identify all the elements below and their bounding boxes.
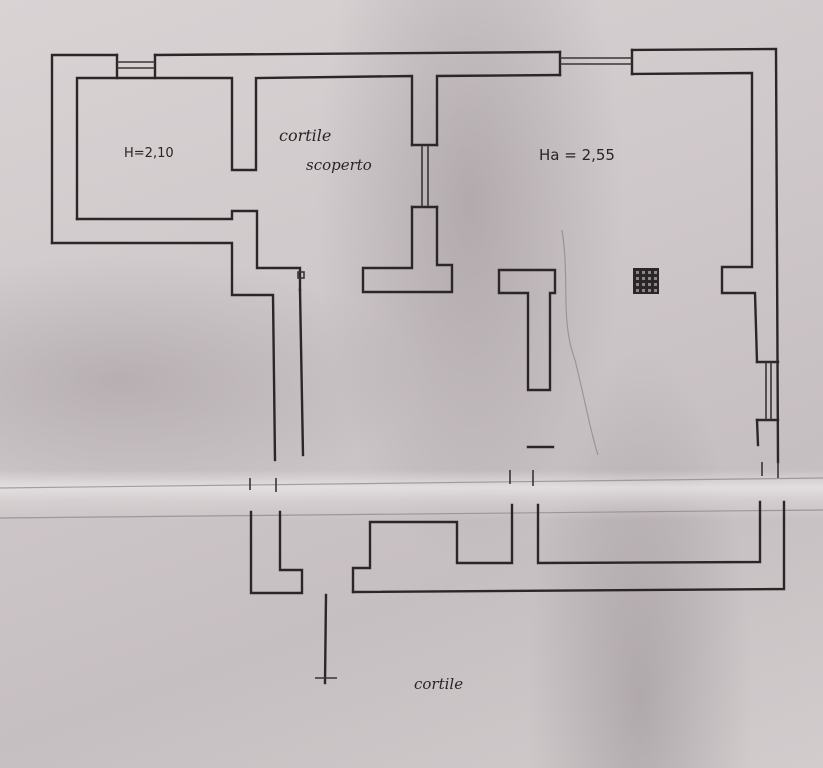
room-left-height-label: H=2,10 (124, 146, 174, 161)
window-top-right (558, 48, 634, 77)
courtyard-label-line1: cortile (279, 126, 332, 145)
courtyard-bottom-label: cortile (414, 675, 464, 693)
window-courtyard (410, 143, 439, 209)
exterior-walls (50, 47, 780, 464)
paper-crease (561, 229, 599, 456)
fold-line (0, 509, 823, 519)
lower-walls (249, 500, 786, 595)
entrance-post (297, 271, 305, 279)
window-top-left (115, 53, 157, 80)
window-right (755, 360, 780, 422)
fold-tick-marks (249, 462, 779, 492)
courtyard-label-line2: scoperto (306, 156, 372, 174)
room-right-height-label: Ha = 2,55 (539, 146, 615, 164)
fold-line (0, 477, 823, 489)
entrance-marker-icon (315, 593, 337, 685)
drain-grate-icon (633, 268, 659, 294)
